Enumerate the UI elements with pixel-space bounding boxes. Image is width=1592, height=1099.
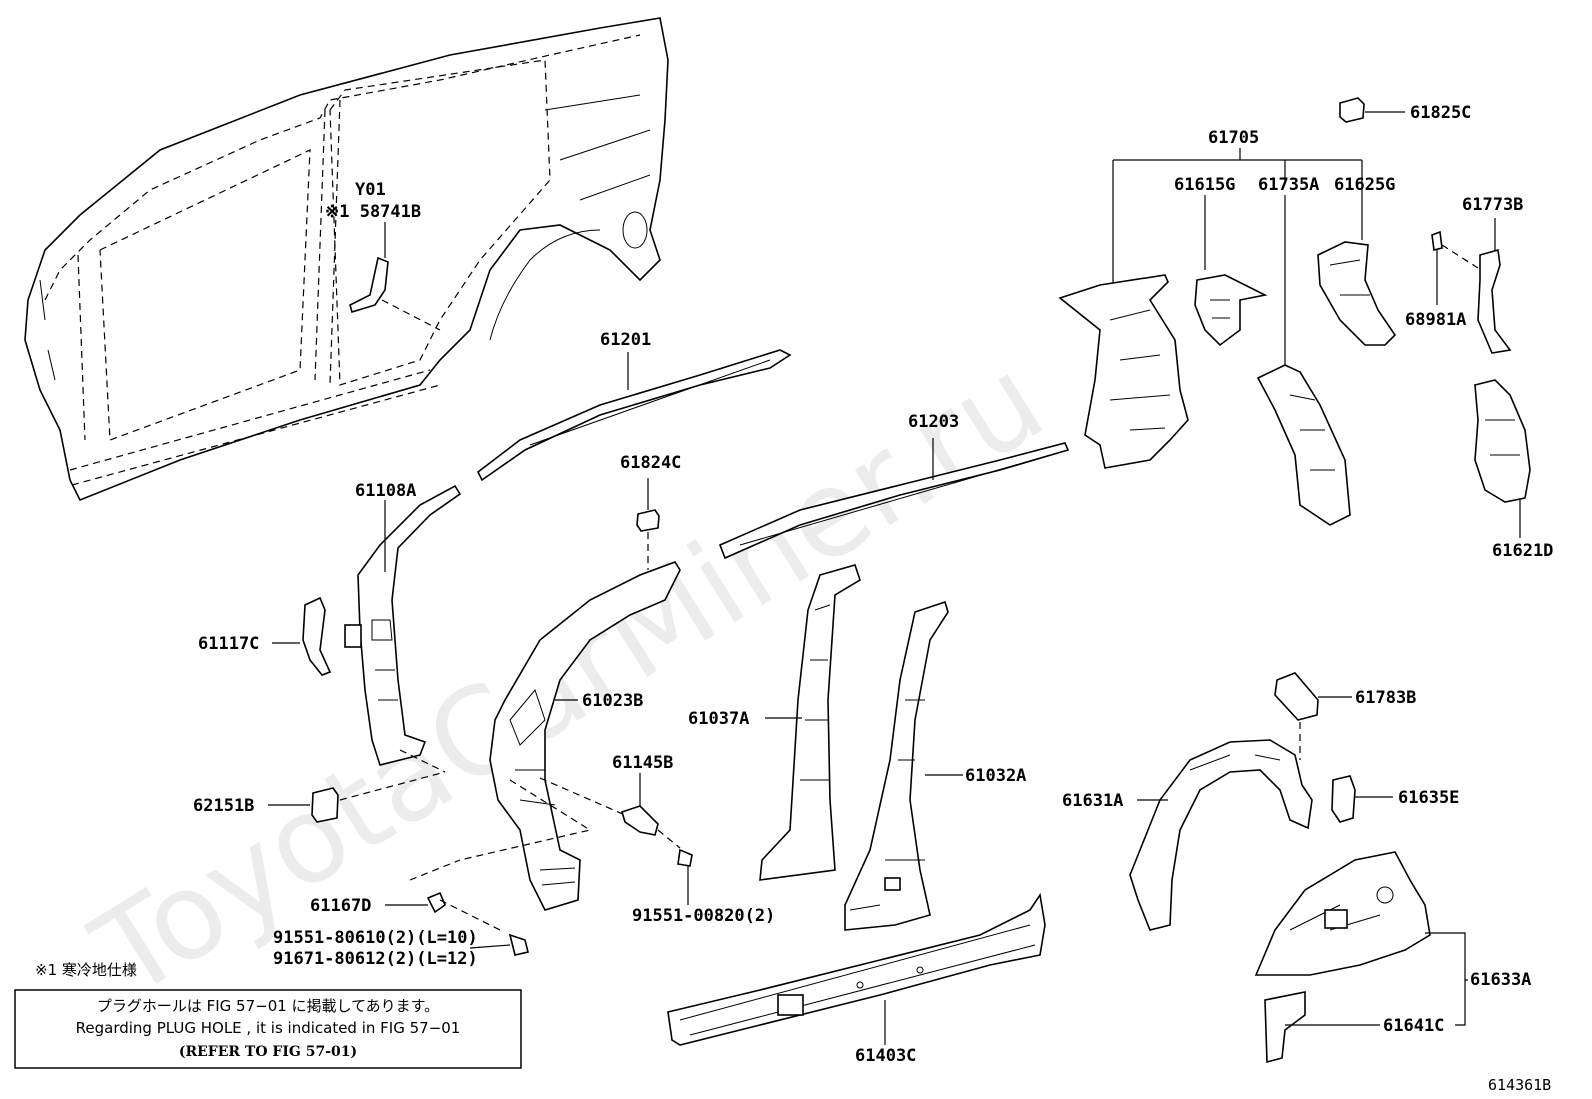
label-61705: 61705 xyxy=(1208,128,1259,148)
part-61735a xyxy=(1256,364,1351,526)
part-61032a xyxy=(844,600,963,931)
part-62151b xyxy=(268,771,446,823)
part-61641c xyxy=(1264,991,1380,1064)
label-91551-00820: 91551-00820(2) xyxy=(632,906,775,926)
label-61167d: 61167D xyxy=(310,896,371,916)
label-61825c: 61825C xyxy=(1410,103,1471,123)
label-y01: Y01 xyxy=(355,180,386,200)
bolt-91551-00820 xyxy=(677,848,693,905)
figure-number: 614361B xyxy=(1488,1076,1551,1094)
part-61108a xyxy=(344,484,462,773)
plug-hole-notice-box: プラグホールは FIG 57−01 に掲載してあります。 Regarding P… xyxy=(14,989,522,1069)
label-61108a: 61108A xyxy=(355,481,416,501)
label-61824c: 61824C xyxy=(620,453,681,473)
label-61635e: 61635E xyxy=(1398,788,1459,808)
part-58741b xyxy=(349,222,441,331)
part-61824c xyxy=(636,478,660,570)
part-61117c xyxy=(272,596,332,676)
label-61783b: 61783B xyxy=(1355,688,1416,708)
part-61635e xyxy=(1331,775,1393,823)
label-61201: 61201 xyxy=(600,330,651,350)
notice-line-refer: (REFER TO FIG 57-01) xyxy=(179,1044,357,1060)
notice-line-jp: プラグホールは FIG 57−01 に掲載してあります。 xyxy=(97,997,439,1015)
label-61773b: 61773B xyxy=(1462,195,1523,215)
label-61032a: 61032A xyxy=(965,766,1026,786)
label-61633a: 61633A xyxy=(1470,970,1531,990)
label-61403c: 61403C xyxy=(855,1046,916,1066)
part-61825c xyxy=(1339,97,1405,123)
bolt-91551-80610 xyxy=(469,933,529,956)
label-61023b: 61023B xyxy=(582,691,643,711)
label-61615g: 61615G xyxy=(1174,175,1235,195)
cold-region-spec-note: ※1 寒冷地仕様 xyxy=(35,961,137,979)
part-61037a xyxy=(759,564,861,881)
label-61621d: 61621D xyxy=(1492,541,1553,561)
label-91551-80610: 91551-80610(2)(L=10) xyxy=(273,928,478,948)
part-61625g xyxy=(1317,241,1397,346)
part-61403c xyxy=(667,892,1046,1046)
part-61621d xyxy=(1474,379,1531,538)
label-61625g: 61625G xyxy=(1334,175,1395,195)
label-62151b: 62151B xyxy=(193,796,254,816)
part-61705-quarter-inner xyxy=(1058,274,1189,469)
part-61633a xyxy=(1254,851,1468,1026)
body-side-outer-panel xyxy=(24,17,669,502)
label-61117c: 61117C xyxy=(198,634,259,654)
label-61641c: 61641C xyxy=(1383,1016,1444,1036)
part-61203 xyxy=(718,438,1070,560)
label-61037a: 61037A xyxy=(688,709,749,729)
label-58741b: ※1 58741B xyxy=(325,202,421,222)
label-68981a: 68981A xyxy=(1405,310,1466,330)
notice-line-en: Regarding PLUG HOLE , it is indicated in… xyxy=(76,1019,461,1037)
label-61145b: 61145B xyxy=(612,753,673,773)
label-61631a: 61631A xyxy=(1062,791,1123,811)
part-61167d xyxy=(385,859,501,931)
part-61145b xyxy=(539,773,681,849)
label-91671-80612: 91671-80612(2)(L=12) xyxy=(273,949,478,969)
label-61735a: 61735A xyxy=(1258,175,1319,195)
part-61773b xyxy=(1477,218,1512,354)
part-61201 xyxy=(476,349,792,482)
part-61615g xyxy=(1194,274,1268,347)
part-68981a xyxy=(1431,230,1479,305)
label-61203: 61203 xyxy=(908,412,959,432)
part-61631a xyxy=(1129,739,1313,931)
part-61023b xyxy=(459,561,681,911)
part-61783b xyxy=(1274,672,1352,760)
leader-61705-group xyxy=(1112,148,1363,370)
